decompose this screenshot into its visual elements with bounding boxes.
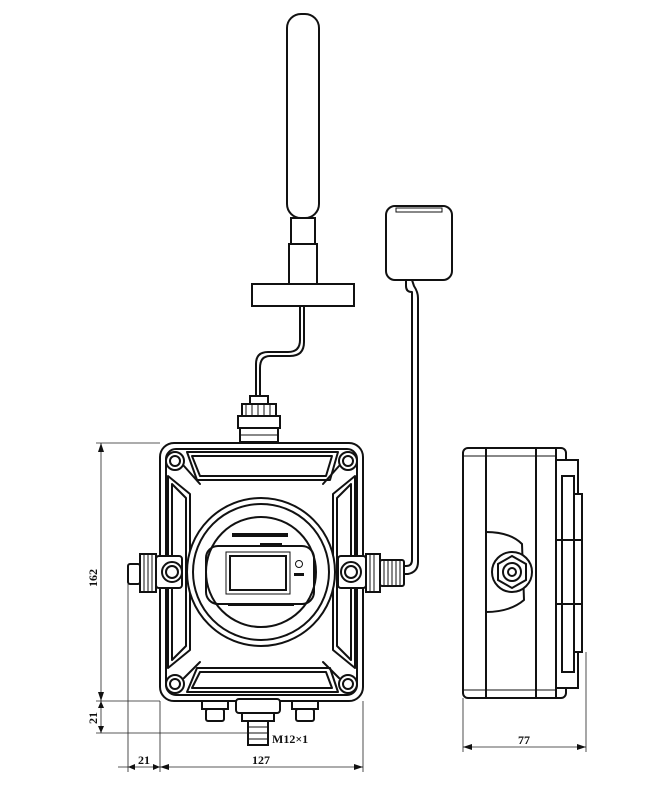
- dimension-lines: [96, 442, 587, 772]
- left-cable-gland: [127, 553, 183, 593]
- thread-label: M12×1: [272, 732, 308, 746]
- display-window: [186, 497, 336, 647]
- lcd-screen: [229, 555, 287, 591]
- bottom-fittings: [201, 698, 319, 746]
- corner-screw-icon: [338, 451, 358, 471]
- corner-screw-icon: [165, 674, 185, 694]
- dimension-depth-side: 77: [518, 733, 530, 747]
- enclosure-side-view: [462, 447, 583, 699]
- dimension-width-main: 127: [252, 753, 270, 767]
- antenna-connector: [237, 395, 281, 443]
- corner-screw-icon: [338, 674, 358, 694]
- dimension-height-bottom: 21: [86, 712, 100, 724]
- gps-antenna-module: [385, 205, 453, 575]
- dimension-height-main: 162: [86, 569, 100, 587]
- indicator-led-icon: [295, 560, 303, 568]
- corner-screw-icon: [165, 451, 185, 471]
- antenna: [251, 13, 355, 397]
- dimension-width-left: 21: [138, 753, 150, 767]
- right-cable-gland: [337, 553, 405, 593]
